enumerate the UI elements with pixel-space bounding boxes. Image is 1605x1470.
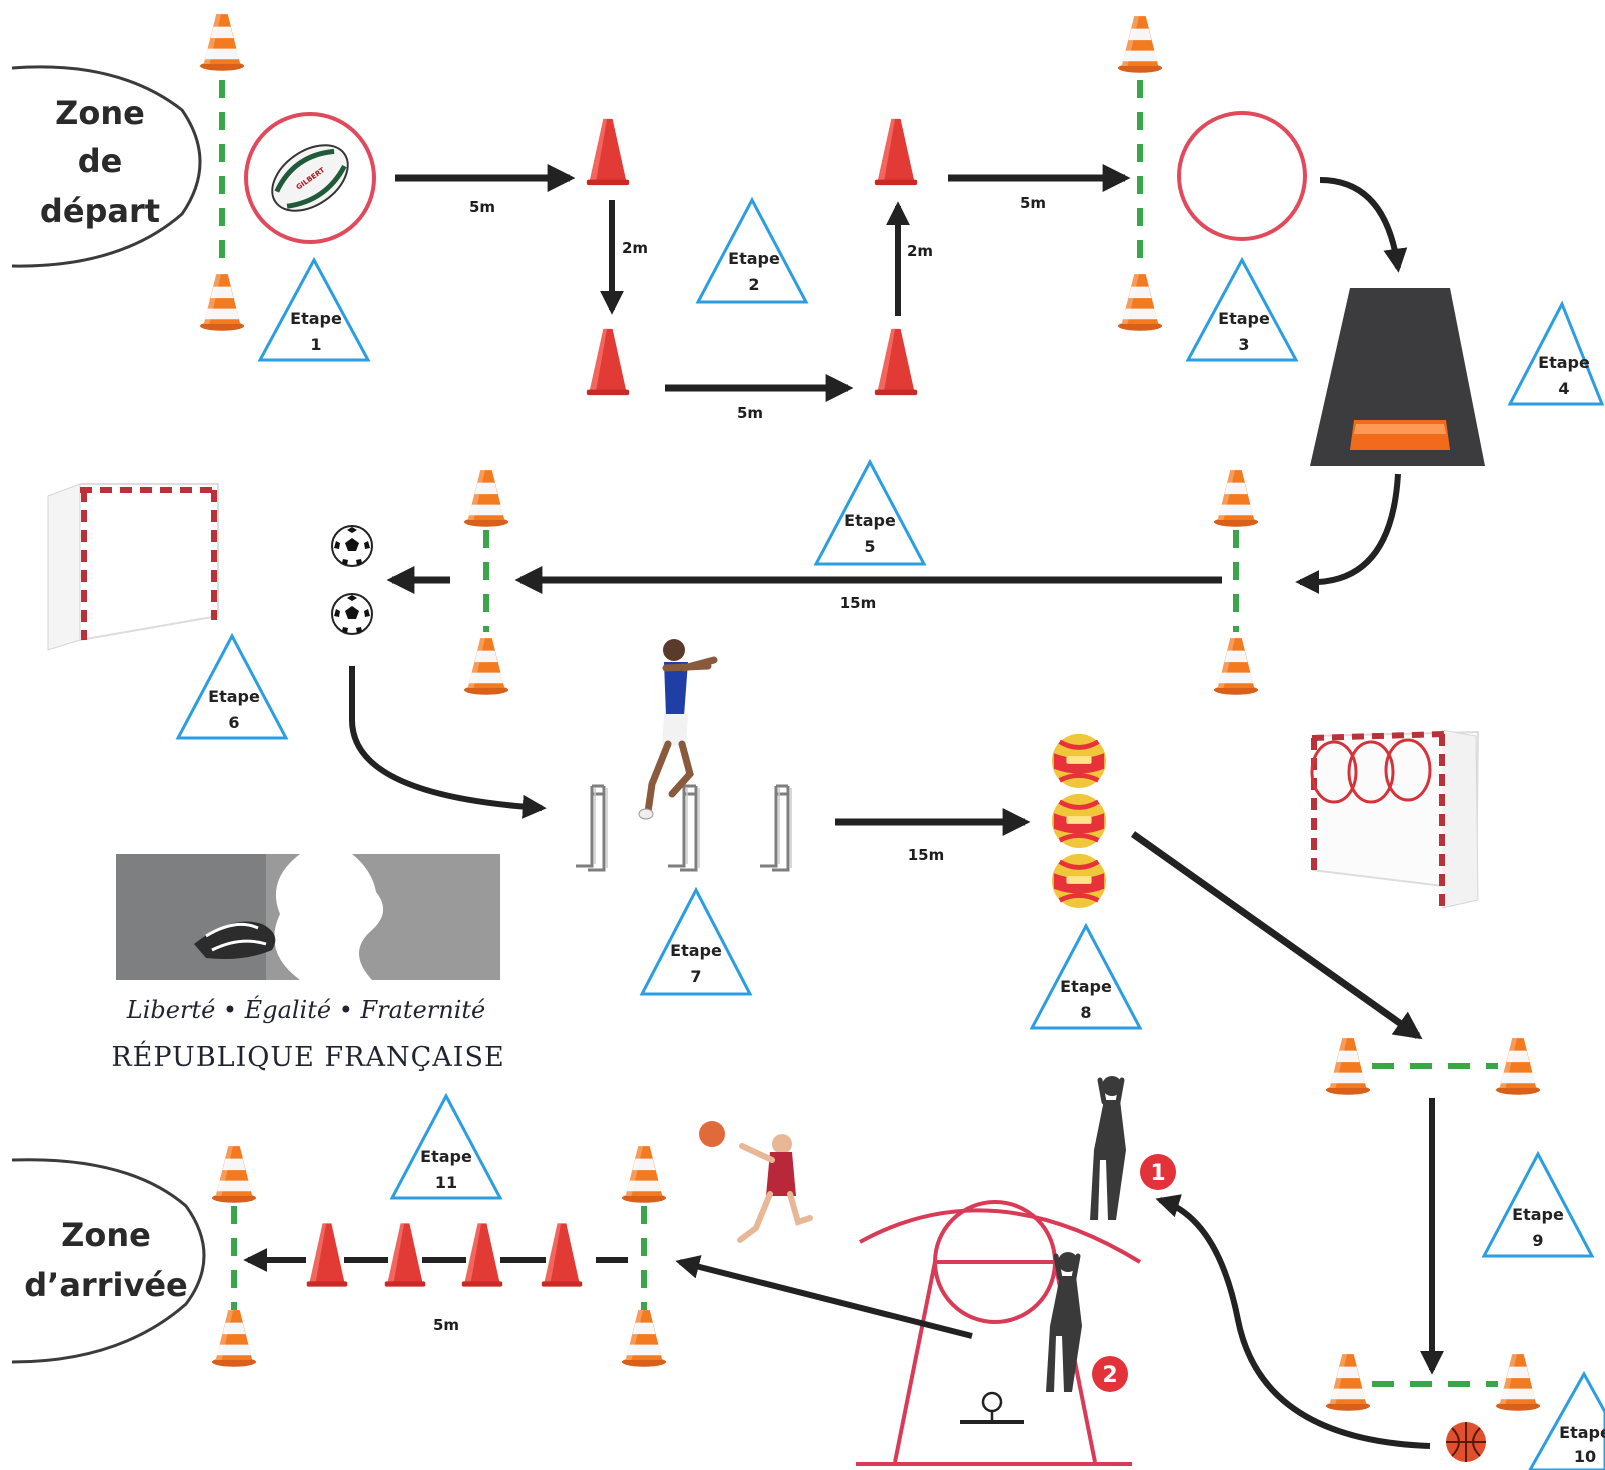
shooter-silhouette — [1046, 1252, 1082, 1392]
svg-text:7: 7 — [690, 967, 701, 986]
svg-text:Etape: Etape — [670, 941, 722, 960]
svg-text:Etape: Etape — [1538, 353, 1590, 372]
etape-marker-11: Etape 11 — [389, 1092, 503, 1200]
distance-label-1: 5m — [469, 198, 495, 216]
position-badge-1: 1 — [1140, 1154, 1176, 1190]
svg-text:10: 10 — [1574, 1447, 1596, 1466]
svg-text:1: 1 — [310, 335, 321, 354]
gate-etape-9-top — [1325, 1038, 1541, 1095]
etape-marker-5: Etape 5 — [813, 458, 927, 566]
arrow-court-to-etape11 — [675, 1255, 973, 1339]
distance-label-2c: 2m — [907, 242, 933, 260]
start-zone-label-1: Zone — [55, 94, 145, 132]
logo-republic-name: RÉPUBLIQUE FRANÇAISE — [111, 1040, 504, 1073]
logo-motto: Liberté • Égalité • Fraternité — [126, 995, 485, 1024]
arrow-etape3-to-4 — [1319, 177, 1408, 273]
svg-text:Etape: Etape — [1060, 977, 1112, 996]
arrow-etape4-to-5 — [1295, 473, 1401, 594]
start-zone: Zone de départ — [11, 65, 202, 268]
handball-icon — [1052, 794, 1106, 848]
distance-label-2b: 5m — [737, 404, 763, 422]
svg-text:Etape: Etape — [208, 687, 260, 706]
hurdle — [574, 784, 609, 872]
position-badge-2: 2 — [1092, 1356, 1128, 1392]
svg-text:Etape: Etape — [1559, 1423, 1605, 1442]
etape-marker-3: Etape 3 — [1185, 256, 1299, 362]
distance-label-3: 5m — [1020, 194, 1046, 212]
jumping-athlete-image — [638, 639, 718, 820]
handball-goal-right — [1310, 729, 1480, 909]
svg-text:Etape: Etape — [844, 511, 896, 530]
hurdle — [666, 784, 701, 872]
svg-text:11: 11 — [435, 1173, 457, 1192]
svg-text:8: 8 — [1080, 1003, 1091, 1022]
etape-marker-8: Etape 8 — [1029, 922, 1143, 1030]
basketball-court — [856, 1200, 1142, 1466]
distance-label-11: 5m — [433, 1316, 459, 1334]
child-throwing-image — [699, 1121, 813, 1243]
basketball-icon — [1446, 1422, 1486, 1462]
handball-icon — [1052, 734, 1106, 788]
gym-mat — [1310, 288, 1485, 466]
gate-etape-5-left — [463, 470, 509, 695]
hoop-etape-3 — [1177, 111, 1307, 241]
end-zone: Zone d’arrivée — [11, 1158, 206, 1364]
svg-text:4: 4 — [1558, 379, 1569, 398]
start-zone-label-3: départ — [40, 192, 160, 230]
etape-marker-9: Etape 9 — [1481, 1150, 1595, 1258]
svg-text:Etape: Etape — [290, 309, 342, 328]
svg-text:6: 6 — [228, 713, 239, 732]
arrow-etape10-to-shot — [1155, 1194, 1431, 1449]
soccer-ball-icon — [331, 593, 373, 635]
svg-text:3: 3 — [1238, 335, 1249, 354]
svg-text:Etape: Etape — [1218, 309, 1270, 328]
hoop-with-rugby-ball: GILBERT — [244, 112, 376, 244]
shooter-silhouette — [1090, 1076, 1126, 1220]
gate-etape-11-right — [621, 1146, 667, 1367]
svg-text:1: 1 — [1150, 1161, 1165, 1186]
slalom-cones-etape-11 — [306, 1223, 583, 1287]
svg-text:Etape: Etape — [420, 1147, 472, 1166]
etape-marker-10: Etape 10 — [1528, 1370, 1605, 1470]
gate-etape-5-right — [1213, 470, 1259, 695]
svg-text:9: 9 — [1532, 1231, 1543, 1250]
svg-text:Etape: Etape — [1512, 1205, 1564, 1224]
arrow-etape8-to-9 — [1130, 831, 1423, 1040]
gate-etape-10 — [1325, 1354, 1541, 1411]
distance-label-5: 15m — [840, 594, 877, 612]
etape-marker-1: Etape 1 — [257, 256, 371, 362]
svg-text:Etape: Etape — [728, 249, 780, 268]
handball-goal-left — [47, 483, 219, 651]
etape-marker-4: Etape 4 — [1507, 300, 1605, 406]
distance-label-2a: 2m — [622, 239, 648, 257]
handball-icon — [1052, 854, 1106, 908]
hurdle — [758, 784, 793, 872]
end-zone-label-2: d’arrivée — [24, 1266, 187, 1304]
finish-gate — [211, 1146, 257, 1367]
soccer-ball-icon — [331, 525, 373, 567]
rugby-ball-icon: GILBERT — [271, 144, 349, 212]
arrow-etape6-to-7 — [349, 666, 547, 819]
republique-francaise-logo: Liberté • Égalité • Fraternité RÉPUBLIQU… — [111, 854, 504, 1073]
start-zone-label-2: de — [78, 142, 123, 180]
distance-label-7: 15m — [908, 846, 945, 864]
svg-text:5: 5 — [864, 537, 875, 556]
end-zone-label-1: Zone — [61, 1216, 151, 1254]
etape-marker-6: Etape 6 — [175, 632, 289, 740]
etape-marker-7: Etape 7 — [639, 886, 753, 996]
etape-marker-2: Etape 2 — [695, 196, 809, 304]
svg-text:2: 2 — [748, 275, 759, 294]
svg-text:2: 2 — [1102, 1363, 1117, 1388]
start-gate — [199, 14, 245, 331]
gate-etape-3 — [1117, 16, 1163, 331]
